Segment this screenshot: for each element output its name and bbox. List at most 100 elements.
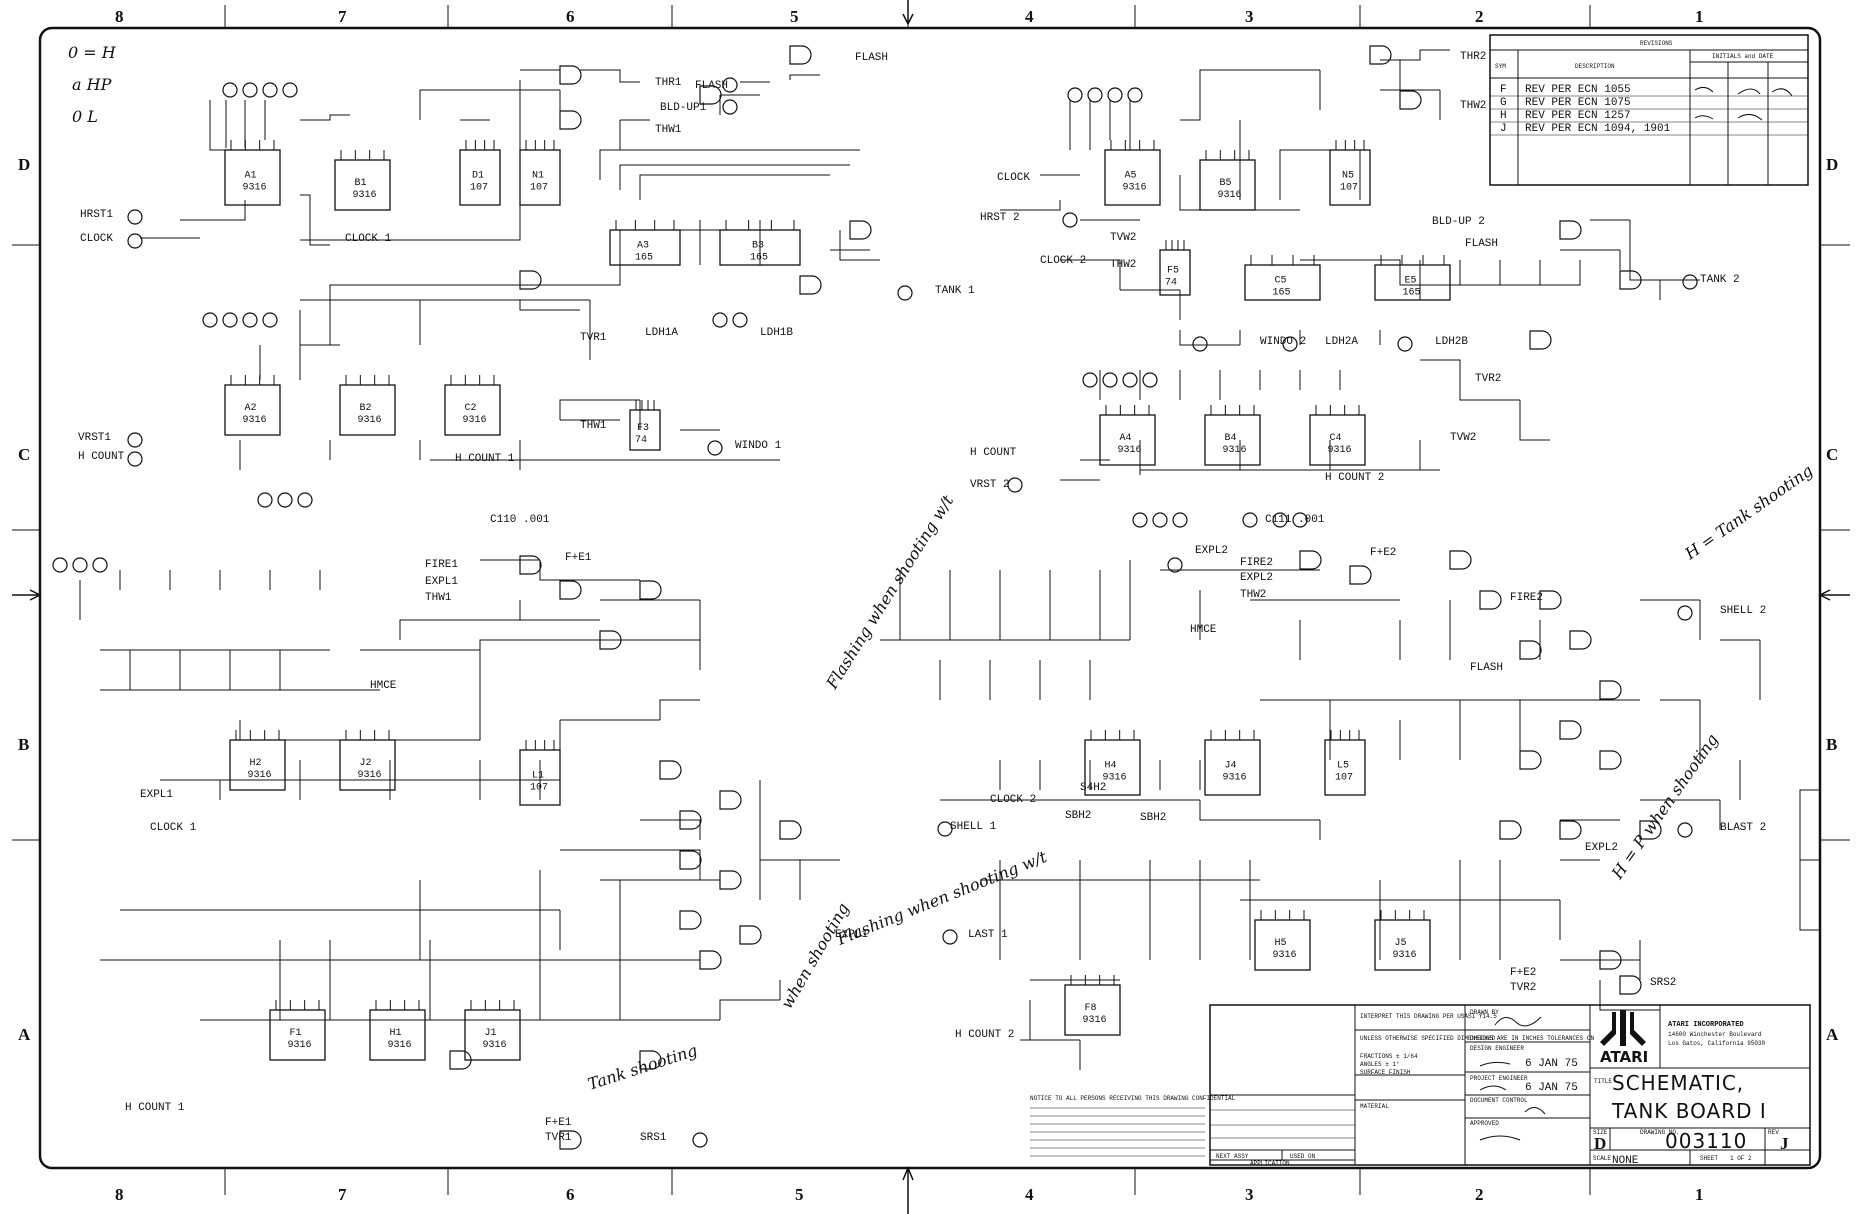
chip-id: B3 [752,241,764,252]
signal-vrst1: VRST1 [78,432,111,444]
chip-id: B4 [1225,433,1237,444]
signal-thw1: THW1 [655,124,682,136]
logic-gate [1369,45,1392,65]
signal-clock1: CLOCK 1 [150,822,197,834]
chip-id: C2 [465,403,477,414]
tb-drawing-no: 003110 [1665,1129,1747,1153]
chip-id: H4 [1105,761,1117,772]
logic-gate [1599,750,1622,770]
connector-pin [1062,212,1078,228]
connector-pin [1682,274,1698,290]
connector-pin [92,557,108,573]
tb-drawing-no-label: DRAWING NO. [1640,1129,1680,1136]
logic-gate [679,810,702,830]
tb-surface: SURFACE FINISH [1360,1069,1411,1076]
logic-gate [639,1050,662,1070]
logic-gate [559,65,582,85]
connector-pin [707,440,723,456]
tb-sheet-label: SHEET [1700,1155,1718,1162]
signal-bld-up2: BLD-UP 2 [1432,216,1485,228]
signal-vrst2: VRST 2 [970,479,1010,491]
capacitor-c110: C110 .001 [490,514,550,526]
chip-type: 107 [1340,183,1358,194]
signal-hcount: H COUNT [970,447,1017,459]
zone-row-c: C [18,445,30,464]
title-block: NEXT ASSY USED ON APPLICATION NOTICE TO … [1030,1004,1811,1167]
chip-id: J5 [1395,938,1407,949]
chip-type: 107 [470,183,488,194]
chip-id: A2 [245,403,257,414]
zone-col-1: 1 [1695,7,1704,26]
chip-type: 9316 [388,1040,412,1051]
signal-tvr1: TVR1 [545,1132,572,1144]
connector-pin [262,312,278,328]
chip-type: 9316 [1083,1015,1107,1026]
chip-type: 9316 [353,190,377,201]
chip-id: N1 [532,171,544,182]
rev-desc: REV PER ECN 1055 [1525,84,1631,96]
connector-pin [202,312,218,328]
tb-sheet: 1 OF 2 [1730,1155,1752,1162]
connector-pin [242,312,258,328]
connector-pin [1082,372,1098,388]
chip-type: 9316 [243,183,267,194]
zone-columns-top: 8 7 6 5 4 3 2 1 [115,7,1704,26]
chip-id: C4 [1330,433,1342,444]
chip-type: 9316 [483,1040,507,1051]
connector-pin [712,312,728,328]
tb-project-engineer: PROJECT ENGINEER [1470,1075,1528,1082]
signal-thw2: THW2 [1110,259,1136,271]
chip-type: 165 [1273,288,1291,299]
signal-sbh2: SBH2 [1140,812,1166,824]
tb-company: ATARI INCORPORATED [1668,1021,1744,1029]
chip-type: 9316 [1223,445,1247,456]
connector-pin [1167,557,1183,573]
signal-fire1: FIRE1 [425,559,458,571]
tb-scale: NONE [1612,1155,1639,1167]
connector-pin [1067,87,1083,103]
chip-type: 107 [530,783,548,794]
signal-srs1: SRS1 [640,1132,667,1144]
chip-type: 107 [530,183,548,194]
tb-address2: Los Gatos, California 95030 [1668,1040,1766,1047]
logic-gate [699,85,722,105]
chip-type: 9316 [1328,445,1352,456]
logic-gate [559,1130,582,1150]
hand-note: a HP [72,75,112,94]
signal-windo2: WINDO 2 [1260,336,1306,348]
logic-gate [519,555,542,575]
connector-pin [1102,372,1118,388]
signal-hrst2: HRST 2 [980,212,1020,224]
rev-sym: J [1500,123,1507,135]
zone-col-2: 2 [1475,7,1484,26]
tb-application: APPLICATION [1250,1160,1290,1167]
chip-type: 9316 [358,415,382,426]
logic-gate [849,220,872,240]
logic-gate [699,950,722,970]
logic-gate [1349,565,1372,585]
connector-pin [257,492,273,508]
signal-ldh1b: LDH1B [760,327,793,339]
connector-pin [242,82,258,98]
chip-id: N5 [1342,171,1354,182]
connector-pin [127,432,143,448]
tb-notice: NOTICE TO ALL PERSONS RECEIVING THIS DRA… [1030,1095,1236,1102]
logic-gate [719,870,742,890]
zone-col-7: 7 [338,7,347,26]
signal-hrst1: HRST1 [80,209,113,221]
signal-expl2: EXPL2 [1585,842,1618,854]
tb-design-engineer: DESIGN ENGINEER [1470,1045,1524,1052]
signal-flash: FLASH [1470,662,1503,674]
connector-pin [127,451,143,467]
signal-expl1: EXPL1 [425,576,458,588]
chip-type: 9316 [1123,183,1147,194]
signal-shell1: SHELL 1 [950,821,997,833]
tb-material: MATERIAL [1360,1103,1389,1110]
